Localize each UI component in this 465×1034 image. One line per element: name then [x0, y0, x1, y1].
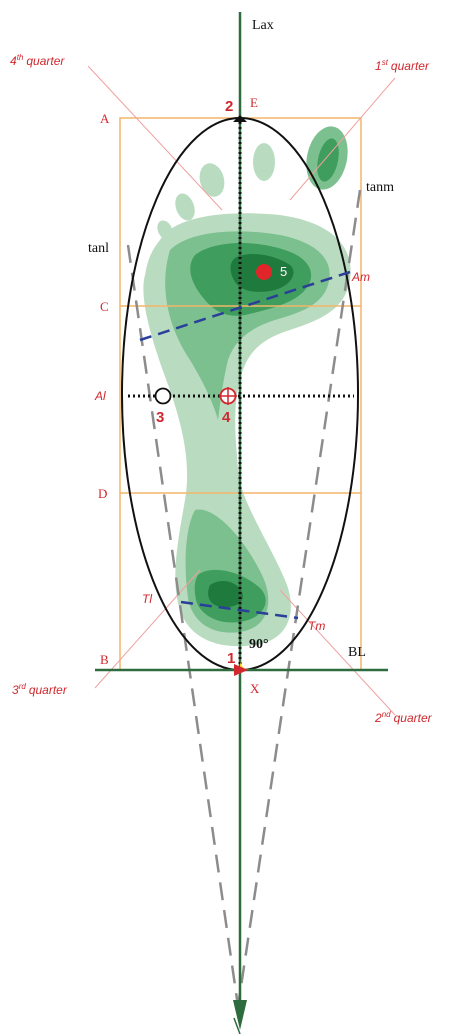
point-3-circle [154, 387, 172, 405]
axis-top-label: Lax [252, 18, 274, 33]
number-5: 5 [280, 264, 287, 279]
number-1: 1 [227, 650, 235, 667]
base-line-label: BL [348, 645, 366, 660]
label-E: E [250, 95, 258, 110]
label-Al: Al [94, 389, 106, 403]
toe-4 [175, 193, 195, 221]
label-D: D [98, 486, 107, 501]
toe-3 [199, 163, 225, 197]
label-B: B [100, 652, 109, 667]
point-1-marker [234, 664, 248, 676]
label-Tl: Tl [142, 592, 152, 606]
toe-2 [253, 143, 275, 181]
axis-arrowhead [233, 1000, 247, 1030]
tangent-lateral-line [126, 244, 242, 1021]
number-4: 4 [222, 409, 231, 426]
angle-label: 90° [249, 637, 269, 652]
axis-bottom-label: X [250, 681, 260, 696]
label-Am: Am [351, 270, 370, 284]
axis-bottom-hook [233, 1017, 241, 1034]
point-5-dot [256, 264, 272, 280]
footprint [143, 126, 351, 647]
tangent-lines [126, 189, 362, 1021]
label-Tm: Tm [308, 619, 325, 633]
tangent-lateral-label: tanl [88, 241, 109, 256]
toe-5 [157, 220, 173, 240]
tangent-medial-label: tanm [366, 180, 394, 195]
number-3: 3 [156, 409, 164, 426]
label-A: A [100, 111, 110, 126]
point-2-marker [233, 115, 247, 122]
quarter-pointer-lines [87, 65, 396, 716]
number-2: 2 [225, 98, 233, 115]
label-C: C [100, 299, 109, 314]
heel-line [180, 600, 299, 620]
footprint-heel-darkest [208, 580, 243, 608]
right-angle-marker [240, 660, 250, 670]
